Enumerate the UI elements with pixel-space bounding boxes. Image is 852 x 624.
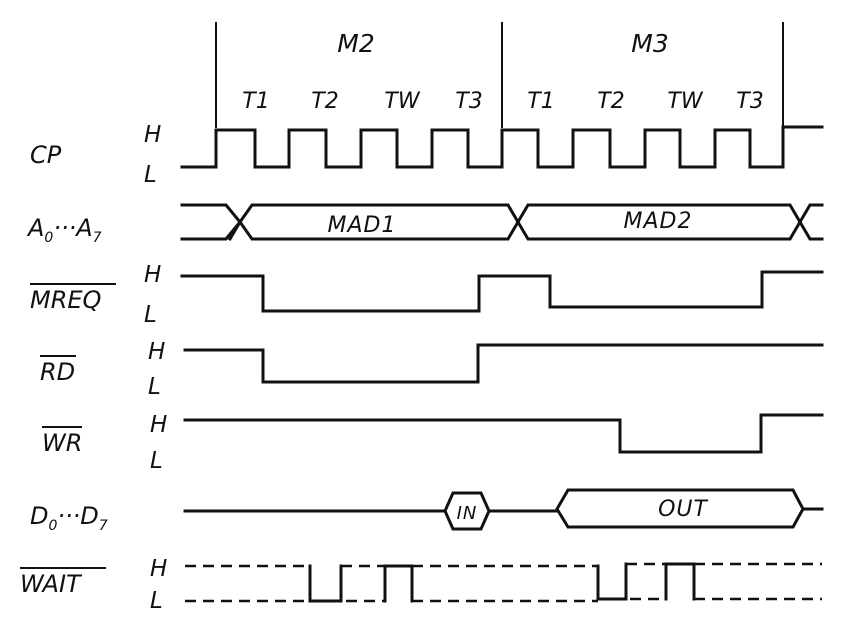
address-segment-mad1: MAD1 [328, 213, 397, 238]
address-bus-waveform [180, 203, 824, 242]
wr-low-label: L [150, 448, 163, 474]
tstate-m3-t1: T1 [527, 89, 554, 114]
wait-low-label: L [150, 588, 163, 614]
data-in-label: IN [457, 503, 478, 524]
signal-label-data: D0···D7 [30, 502, 108, 534]
address-segment-mad2: MAD2 [624, 209, 693, 234]
tstate-m3-t3: T3 [736, 89, 763, 114]
wr-waveform [183, 413, 824, 454]
signal-label-address: A0···A7 [26, 214, 102, 246]
tstate-labels: T1 T2 TW T3 T1 T2 TW T3 [242, 89, 763, 114]
phase-label-m2: M2 [337, 29, 374, 58]
cycle-boundaries [215, 22, 784, 128]
mreq-high-label: H [144, 262, 161, 288]
cp-low-label: L [144, 162, 157, 188]
signal-label-wait: WAIT [20, 570, 83, 598]
cp-high-label: H [144, 122, 161, 148]
rd-waveform [183, 343, 824, 384]
svg-text:D0···D7: D0···D7 [30, 502, 108, 534]
tstate-m2-tw: TW [384, 89, 420, 114]
mreq-waveform [180, 270, 824, 313]
cp-waveform [180, 125, 824, 169]
wait-waveform [185, 562, 822, 603]
tstate-m3-tw: TW [667, 89, 703, 114]
data-bus-waveform [183, 488, 824, 531]
data-out-label: OUT [658, 497, 708, 522]
rd-high-label: H [148, 339, 165, 365]
wait-high-label: H [150, 556, 167, 582]
rd-low-label: L [148, 374, 161, 400]
tstate-m2-t3: T3 [455, 89, 482, 114]
wr-high-label: H [150, 412, 167, 438]
tstate-m3-t2: T2 [597, 89, 624, 114]
mreq-low-label: L [144, 302, 157, 328]
tstate-m2-t1: T1 [242, 89, 269, 114]
tstate-m2-t2: T2 [311, 89, 338, 114]
signal-label-rd: RD [40, 358, 75, 386]
phase-label-m3: M3 [631, 29, 668, 58]
svg-text:A0···A7: A0···A7 [26, 214, 102, 246]
signal-label-wr: WR [42, 429, 82, 457]
signal-label-cp: CP [30, 141, 62, 169]
signal-label-mreq: MREQ [30, 286, 101, 314]
